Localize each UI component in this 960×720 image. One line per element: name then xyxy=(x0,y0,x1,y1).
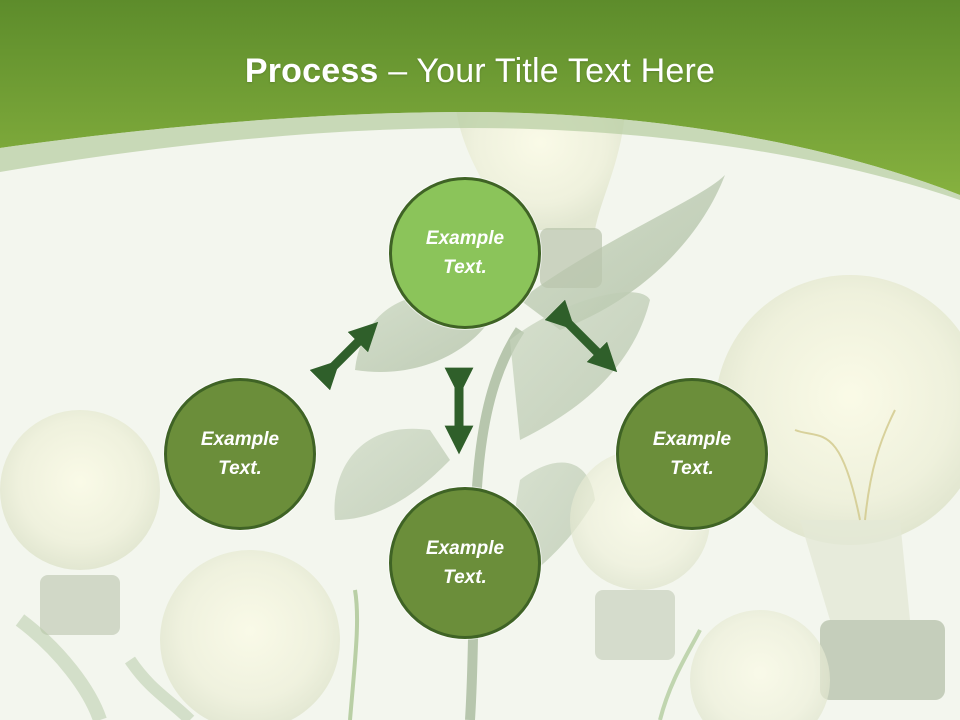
node-top-line1: Example xyxy=(425,228,505,249)
node-left-line2: Text. xyxy=(218,458,262,479)
slide-title-bold: Process xyxy=(244,52,379,90)
node-bottom-line2: Text. xyxy=(443,567,487,588)
node-bottom-line1: Example xyxy=(425,538,505,559)
node-right-line2: Text. xyxy=(670,458,714,479)
slide-title-rest: – Your Title Text Here xyxy=(378,52,716,90)
node-right-line1: Example xyxy=(652,429,732,450)
node-left-line1: Example xyxy=(200,429,280,450)
header-band xyxy=(0,0,960,200)
node-top-line2: Text. xyxy=(443,257,487,278)
slide-title: Process – Your Title Text Here xyxy=(0,52,960,91)
